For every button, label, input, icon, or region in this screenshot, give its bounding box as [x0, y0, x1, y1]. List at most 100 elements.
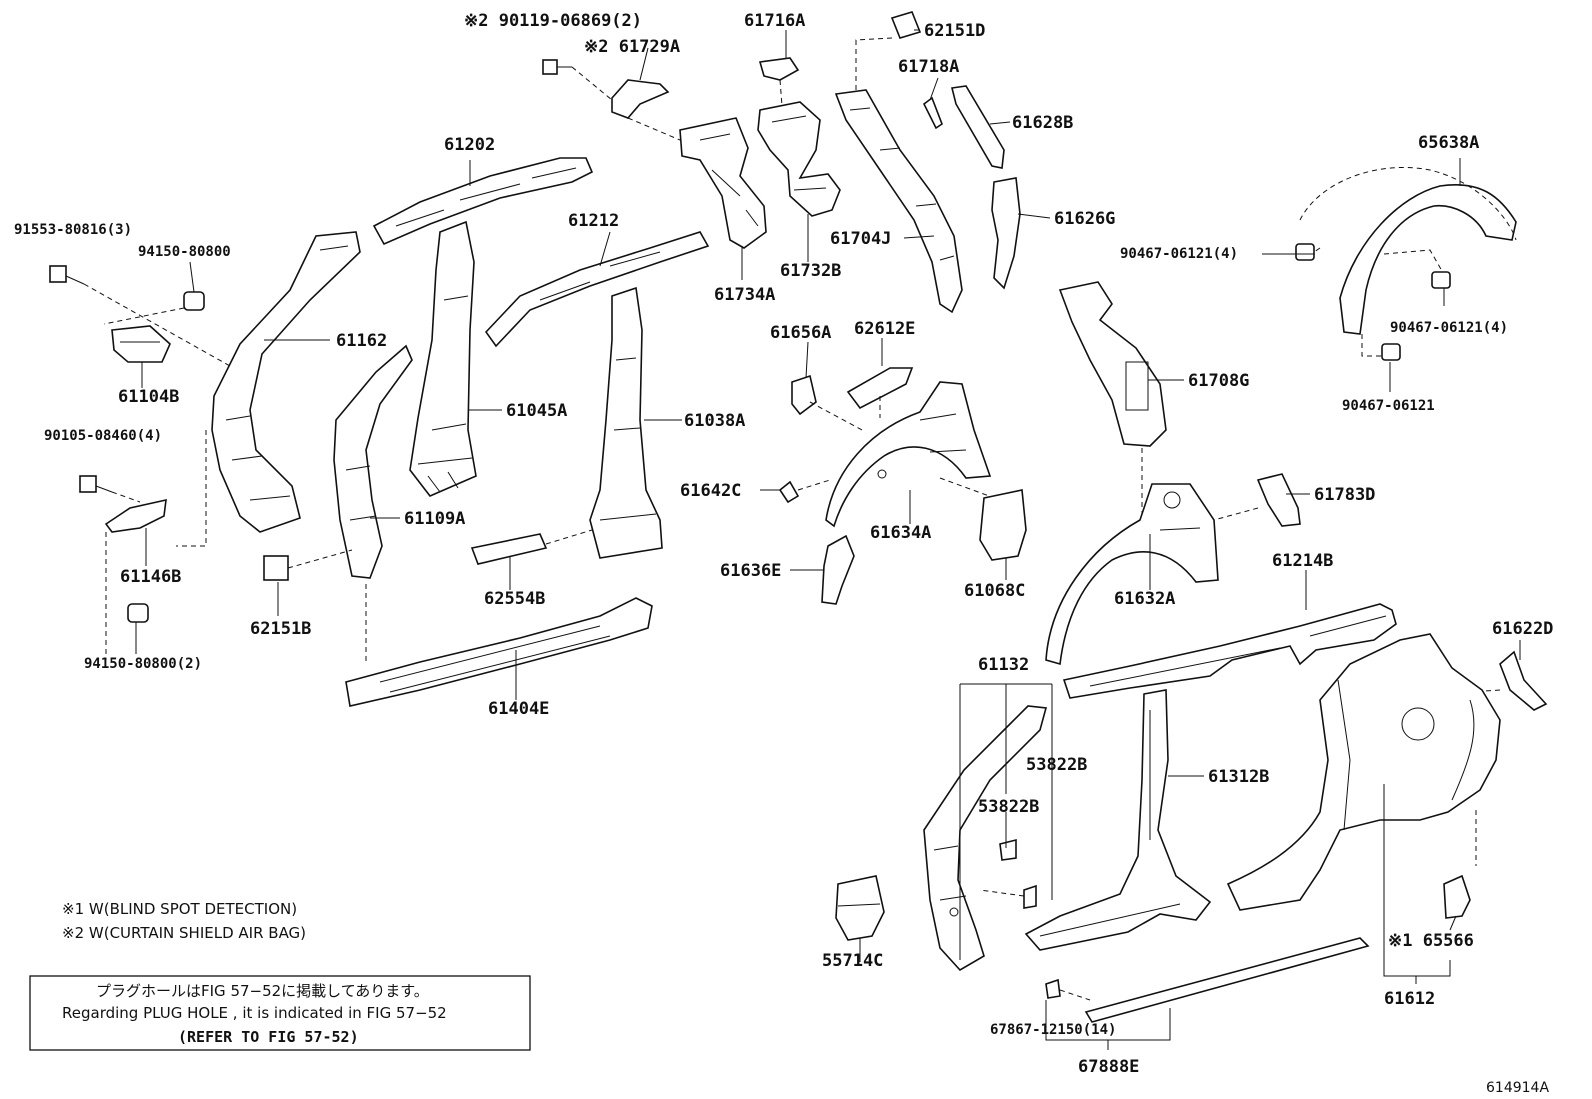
panel-61708G-illustration	[1058, 281, 1167, 520]
label-53822B-lower: 53822B	[978, 797, 1039, 817]
bracket-61718A-illustration	[922, 96, 943, 130]
footnotes: ※1 W(BLIND SPOT DETECTION) ※2 W(CURTAIN …	[62, 900, 306, 942]
pillar-61704J-illustration	[834, 89, 963, 314]
label-61704J: 61704J	[830, 229, 891, 249]
clip-67867-illustration	[1045, 978, 1091, 1001]
panel-61734A-illustration	[679, 117, 767, 249]
label-91553-80816: 91553-80816(3)	[14, 222, 132, 238]
label-94150-80800-2: 94150-80800(2)	[84, 656, 202, 672]
bracket-61636E-illustration	[821, 534, 855, 605]
wheelhouse-61632A-illustration	[1045, 483, 1219, 666]
label-61214B: 61214B	[1272, 551, 1333, 571]
panel-61732B-illustration	[757, 101, 841, 217]
label-90119-06869: ※2 90119-06869(2)	[464, 11, 642, 31]
label-61162: 61162	[336, 331, 387, 351]
label-61104B: 61104B	[118, 387, 179, 407]
label-61632A: 61632A	[1114, 589, 1175, 609]
label-90467-06121-b: 90467-06121(4)	[1390, 320, 1508, 336]
label-65638A: 65638A	[1418, 133, 1479, 153]
figure-id: 614914A	[1486, 1080, 1549, 1096]
part-illustrations	[49, 11, 1548, 1023]
label-62554B: 62554B	[484, 589, 545, 609]
pillar-61312B-illustration	[1024, 689, 1212, 951]
label-61404E: 61404E	[488, 699, 549, 719]
rail-61212-illustration	[484, 231, 710, 348]
note-curtain-airbag: ※2 W(CURTAIN SHIELD AIR BAG)	[62, 924, 306, 942]
block-62151B-illustration	[263, 549, 353, 581]
label-61732B: 61732B	[780, 261, 841, 281]
reference-line-japanese: プラグホールはFIG 57−52に掲載してあります。	[96, 982, 429, 1000]
strip-61628B-illustration	[951, 85, 1005, 169]
wheelhouse-61634A-illustration	[825, 381, 1001, 528]
pillar-61109A-illustration	[333, 344, 413, 579]
label-61202: 61202	[444, 135, 495, 155]
plug-hole-reference-box: プラグホールはFIG 57−52に掲載してあります。 Regarding PLU…	[29, 975, 531, 1051]
bolt-91553-illustration	[49, 265, 231, 367]
label-61109A: 61109A	[404, 509, 465, 529]
panel-61068C-illustration	[979, 489, 1027, 561]
label-61716A: 61716A	[744, 11, 805, 31]
label-61146B: 61146B	[120, 567, 181, 587]
label-61729A: ※2 61729A	[584, 37, 680, 57]
quarter-panel-61612-illustration	[1226, 633, 1501, 911]
panel-61626G-illustration	[991, 177, 1021, 290]
label-62151B: 62151B	[250, 619, 311, 639]
block-62151D-illustration	[855, 11, 922, 90]
bolt-90105-illustration	[79, 430, 207, 547]
label-61045A: 61045A	[506, 401, 567, 421]
label-62151D: 62151D	[924, 21, 985, 41]
label-55714C: 55714C	[822, 951, 883, 971]
label-61642C: 61642C	[680, 481, 741, 501]
label-53822B-upper: 53822B	[1026, 755, 1087, 775]
wheel-liner-65638A-illustration	[1299, 166, 1517, 357]
label-61622D: 61622D	[1492, 619, 1553, 639]
label-61628B: 61628B	[1012, 113, 1073, 133]
label-61312B: 61312B	[1208, 767, 1269, 787]
label-67867-12150: 67867-12150(14)	[990, 1022, 1116, 1038]
bracket-61729A-illustration	[611, 79, 681, 141]
roof-rail-61202-illustration	[372, 157, 594, 246]
label-61636E: 61636E	[720, 561, 781, 581]
note-blind-spot: ※1 W(BLIND SPOT DETECTION)	[62, 900, 297, 918]
pillar-61038A-illustration	[589, 286, 663, 559]
label-61132: 61132	[978, 655, 1029, 675]
foam-62554B-illustration	[470, 529, 593, 565]
label-90467-06121-a: 90467-06121(4)	[1120, 246, 1238, 262]
rocker-61404E-illustration	[345, 584, 653, 707]
label-67888E: 67888E	[1078, 1057, 1139, 1077]
label-94150-80800: 94150-80800	[138, 244, 231, 260]
bracket-55714C-illustration	[835, 875, 885, 941]
molding-67888E-illustration	[1084, 937, 1370, 1023]
label-61212: 61212	[568, 211, 619, 231]
bracket-61656A-illustration	[791, 374, 863, 431]
label-65566: ※1 65566	[1388, 931, 1474, 951]
part-labels: ※2 90119-06869(2) ※2 61729A 61716A 62151…	[14, 11, 1553, 1077]
pillar-61162-illustration	[211, 231, 361, 533]
label-61068C: 61068C	[964, 581, 1025, 601]
bracket-62612E-illustration	[846, 367, 914, 418]
clip-90467-b-illustration	[1431, 271, 1451, 289]
label-61656A: 61656A	[770, 323, 831, 343]
bolt-90119-illustration	[542, 59, 613, 101]
reference-line-refer: (REFER TO FIG 57-52)	[178, 1028, 359, 1046]
bracket-61716A-illustration	[758, 57, 800, 107]
bracket-61642C-illustration	[778, 479, 831, 504]
label-61734A: 61734A	[714, 285, 775, 305]
clip-90467-c-illustration	[1381, 343, 1401, 361]
label-61612: 61612	[1384, 989, 1435, 1009]
label-61783D: 61783D	[1314, 485, 1375, 505]
pillar-61045A-illustration	[409, 220, 477, 497]
nut-94150-illustration	[103, 291, 205, 325]
label-62612E: 62612E	[854, 319, 915, 339]
bracket-53822B-lower-illustration	[979, 884, 1037, 909]
bracket-61104B-illustration	[111, 325, 171, 363]
leader-lines	[135, 29, 1521, 1050]
panel-61783D-illustration	[1213, 473, 1301, 527]
pillar-61132-illustration	[923, 705, 1048, 972]
bracket-65566-illustration	[1443, 874, 1471, 919]
panel-61214B-illustration	[1062, 603, 1397, 699]
label-61708G: 61708G	[1188, 371, 1249, 391]
label-90105-08460: 90105-08460(4)	[44, 428, 162, 444]
label-61718A: 61718A	[898, 57, 959, 77]
